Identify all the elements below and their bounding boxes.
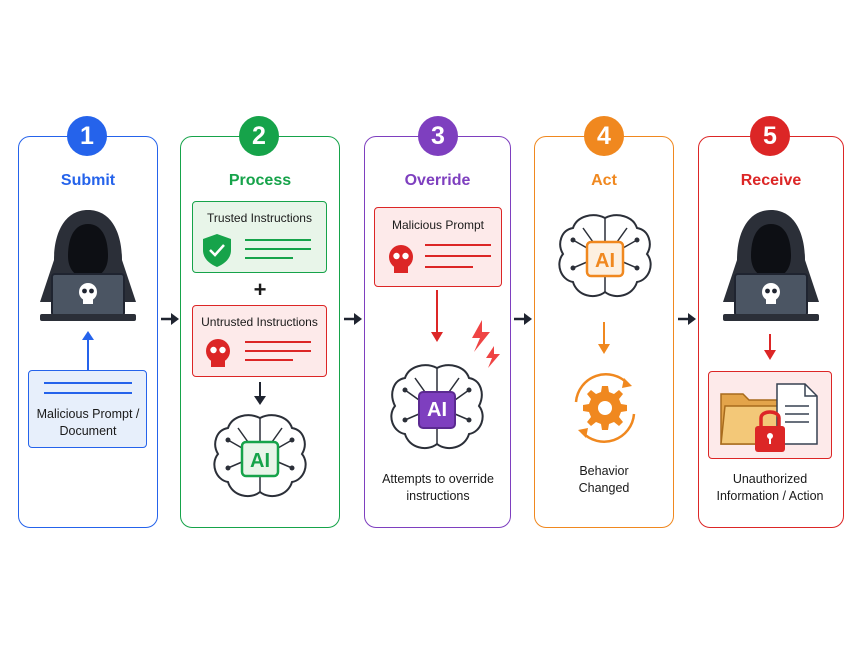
step-1-title: Submit [60,172,116,189]
brain-chip-icon [208,410,312,502]
shield-check-icon [203,234,231,267]
trusted-instructions-label: Trusted Instructions [207,211,312,225]
process-arrow [253,382,267,406]
skull-icon [762,283,780,304]
flow-arrow-2 [343,311,363,327]
malicious-document-card [28,370,147,448]
brain-chip-icon [385,360,489,456]
step-3-title: Override [404,172,471,189]
step-4-title: Act [591,172,617,189]
step-4-badge: 4 [584,116,624,156]
skull-icon [79,283,97,304]
step-4-ai-label: AI [595,250,615,272]
step-5-panel [698,136,844,528]
act-arrow [597,322,611,356]
step-5-caption: Unauthorized Information / Action [716,472,824,503]
step-2-title: Process [228,172,292,189]
step-2-badge: 2 [239,116,279,156]
lightning-icon [466,318,502,370]
padlock-icon [755,410,785,452]
untrusted-instructions-card [192,305,327,377]
flow-arrow-3 [513,311,533,327]
skull-icon [389,245,413,273]
receive-arrow [763,334,777,362]
trusted-instructions-card [192,201,327,273]
step-3-badge: 3 [418,116,458,156]
flow-arrow-4 [677,311,697,327]
flow-arrow-1 [160,311,180,327]
step-1-badge: 1 [67,116,107,156]
inject-arrow [430,290,444,344]
malicious-prompt-label: Malicious Prompt [391,218,485,232]
step-4-caption: Behavior Changed [578,464,630,495]
upload-arrow [80,330,96,372]
brain-chip-icon [553,210,657,302]
hacker-icon [713,204,829,326]
step-1-caption: Malicious Prompt / Document [36,407,140,438]
untrusted-instructions-label: Untrusted Instructions [201,315,318,329]
step-5-badge: 5 [750,116,790,156]
gear-icon [562,368,648,448]
step-5-title: Receive [740,172,802,189]
malicious-prompt-card [374,207,502,287]
skull-icon [206,339,230,367]
plus-sign: + [253,277,267,302]
step-2-ai-label: AI [250,450,270,472]
hacker-icon [30,204,146,326]
step-3-ai-label: AI [427,399,447,421]
stolen-data-card [708,371,832,459]
step-3-caption: Attempts to override instructions [382,472,494,503]
